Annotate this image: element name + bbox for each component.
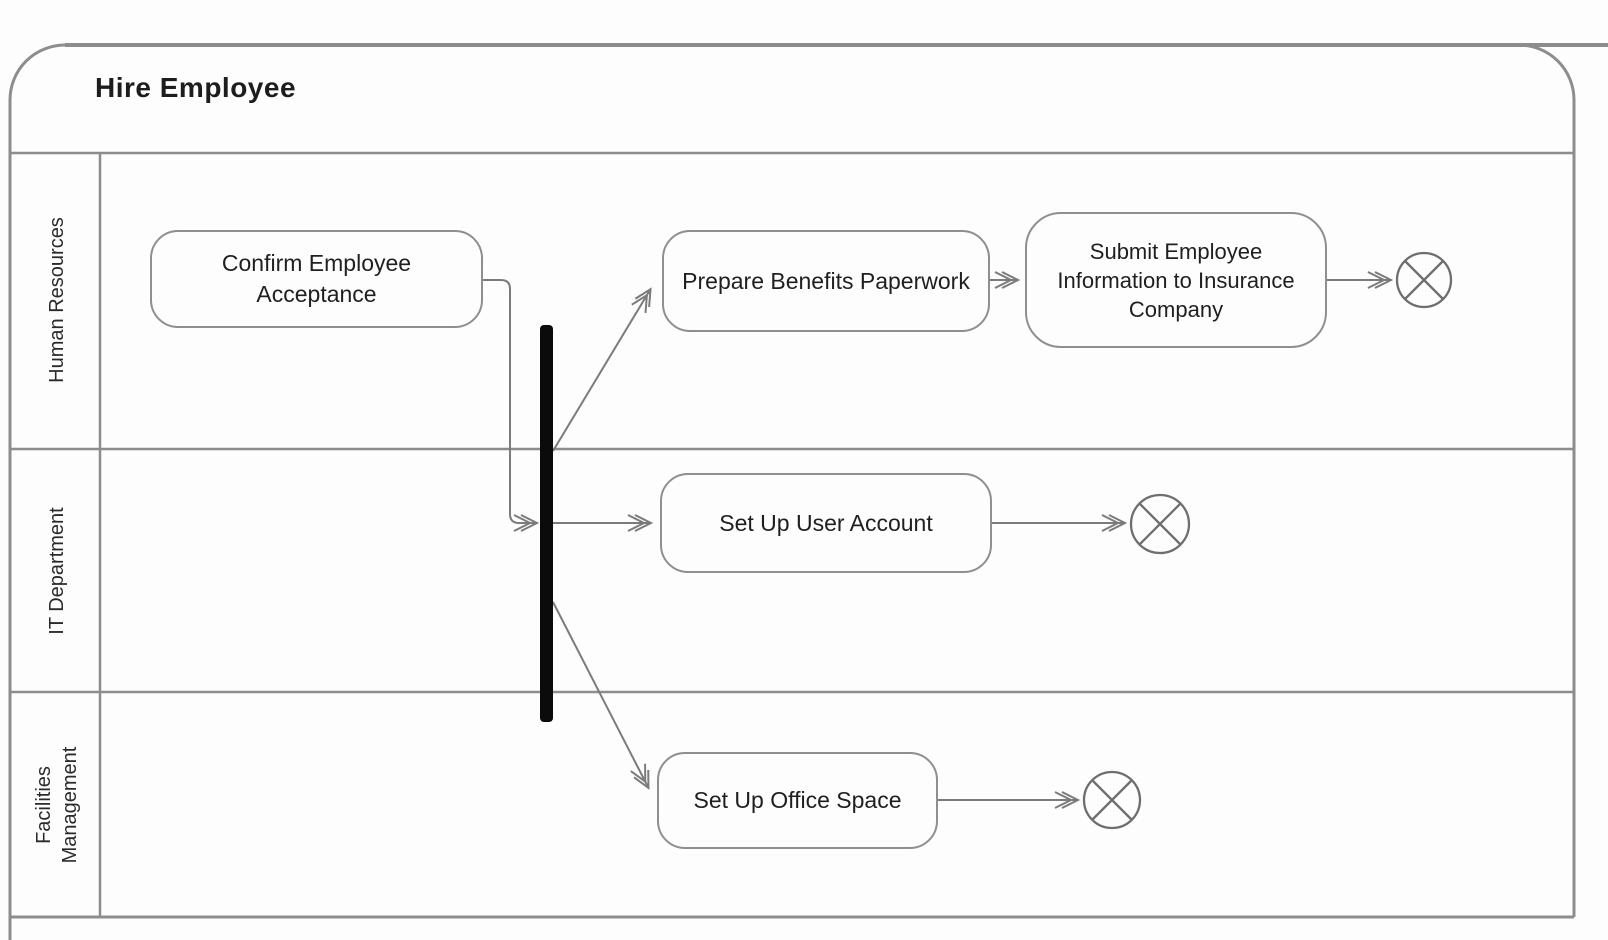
edge-fork-to-office-space <box>552 601 650 790</box>
frame-left-border <box>8 43 66 940</box>
activity-set-up-user-account: Set Up User Account <box>660 473 992 573</box>
lane-label-human-resources: Human Resources <box>34 200 80 400</box>
flow-final-node-it <box>1129 493 1191 555</box>
flow-final-node-fm <box>1082 770 1142 830</box>
lane-label-facilities-management: Facilities Management <box>28 730 86 880</box>
lane-label-it-department: IT Department <box>34 471 80 671</box>
activity-label: Submit Employee Information to Insurance… <box>1057 238 1295 322</box>
activity-label: Confirm Employee Acceptance <box>221 250 412 307</box>
activity-confirm-employee-acceptance: Confirm Employee Acceptance <box>150 230 483 328</box>
edge-confirm-to-fork <box>483 279 540 532</box>
lane-label-text: Human Resources <box>46 217 68 383</box>
activity-label: Set Up User Account <box>719 509 933 536</box>
frame-right-border <box>1518 43 1576 917</box>
activity-label: Prepare Benefits Paperwork <box>682 267 970 294</box>
lane-label-text: IT Department <box>46 507 68 635</box>
activity-prepare-benefits-paperwork: Prepare Benefits Paperwork <box>662 230 990 332</box>
lane-label-text: Facilities Management <box>33 746 81 864</box>
diagram-title: Hire Employee <box>95 72 297 103</box>
flow-final-node-hr <box>1395 251 1453 309</box>
control-flow-edges <box>483 271 1394 809</box>
activity-submit-employee-information: Submit Employee Information to Insurance… <box>1025 212 1327 348</box>
activity-set-up-office-space: Set Up Office Space <box>657 752 938 849</box>
swimlane-frame <box>8 43 1608 940</box>
fork-bar <box>540 325 553 722</box>
activity-label: Set Up Office Space <box>693 787 902 813</box>
edge-fork-to-prepare-benefits <box>552 287 652 452</box>
